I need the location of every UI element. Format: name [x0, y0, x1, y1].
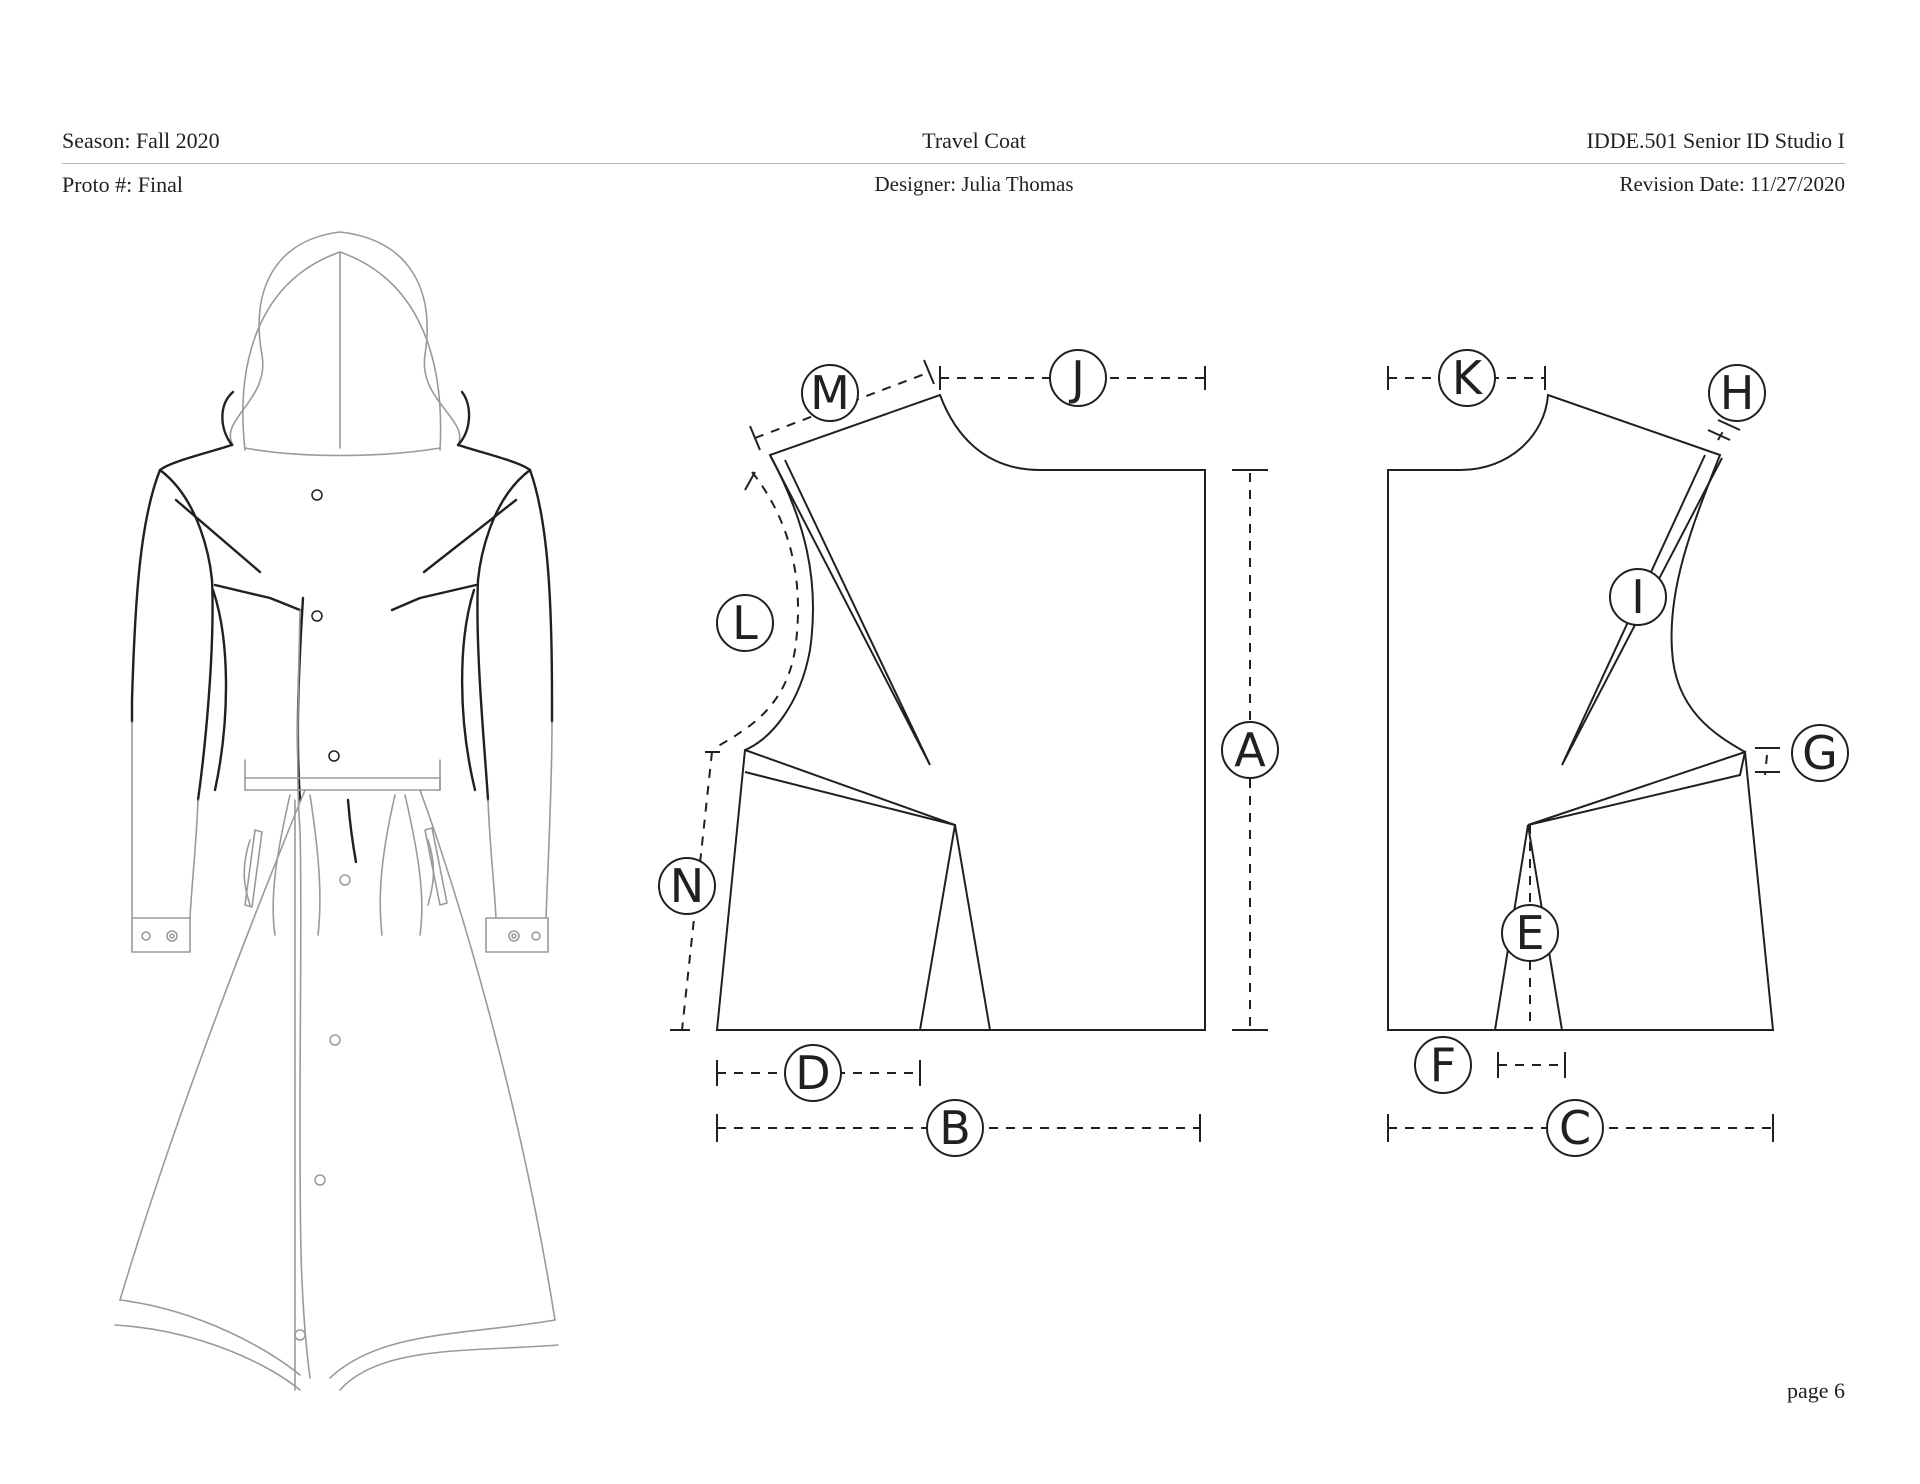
course-text: IDDE.501 Senior ID Studio I [1586, 128, 1845, 153]
measurement-label-bubbles: A B C D E F G H I J K L M N [658, 349, 1849, 1157]
proto-text: Proto #: Final [62, 172, 184, 197]
hood [229, 231, 461, 457]
page-number: page 6 [1786, 1378, 1845, 1403]
svg-text:L: L [732, 596, 758, 650]
svg-text:E: E [1515, 906, 1544, 960]
label-k: K [1438, 349, 1496, 407]
svg-text:A: A [1234, 723, 1266, 777]
label-i: I [1609, 568, 1667, 626]
coat-back-sketch [114, 231, 559, 1391]
revision-date-text: Revision Date: 11/27/2020 [1619, 172, 1845, 196]
label-n: N [658, 857, 716, 915]
svg-text:B: B [939, 1101, 971, 1155]
label-j: J [1049, 349, 1107, 407]
svg-text:G: G [1802, 726, 1838, 780]
label-e: E [1501, 904, 1559, 962]
svg-text:H: H [1720, 366, 1755, 420]
label-m: M [801, 364, 859, 422]
snap-buttons-lower [294, 874, 351, 1341]
label-c: C [1546, 1099, 1604, 1157]
garment-title: Travel Coat [922, 128, 1026, 153]
svg-text:D: D [795, 1046, 830, 1100]
label-h: H [1708, 364, 1766, 422]
snap-buttons [311, 489, 340, 762]
label-f: F [1414, 1036, 1472, 1094]
label-d: D [784, 1044, 842, 1102]
svg-text:I: I [1631, 570, 1645, 624]
label-l: L [716, 594, 774, 652]
svg-text:M: M [810, 366, 850, 420]
pattern-piece-front [715, 393, 1206, 1031]
svg-text:F: F [1430, 1038, 1456, 1092]
svg-text:N: N [670, 859, 704, 913]
lower-coat [114, 609, 559, 1391]
label-g: G [1791, 724, 1849, 782]
label-b: B [926, 1099, 984, 1157]
season-text: Season: Fall 2020 [62, 128, 220, 153]
label-a: A [1221, 721, 1279, 779]
header-divider [62, 163, 1845, 164]
svg-text:C: C [1559, 1101, 1591, 1155]
svg-text:J: J [1068, 351, 1085, 405]
designer-text: Designer: Julia Thomas [874, 172, 1074, 196]
svg-text:K: K [1452, 351, 1484, 405]
measurement-ticks [670, 359, 1780, 1142]
bodice-and-sleeves [130, 390, 554, 864]
pattern-piece-back [1387, 393, 1775, 1031]
